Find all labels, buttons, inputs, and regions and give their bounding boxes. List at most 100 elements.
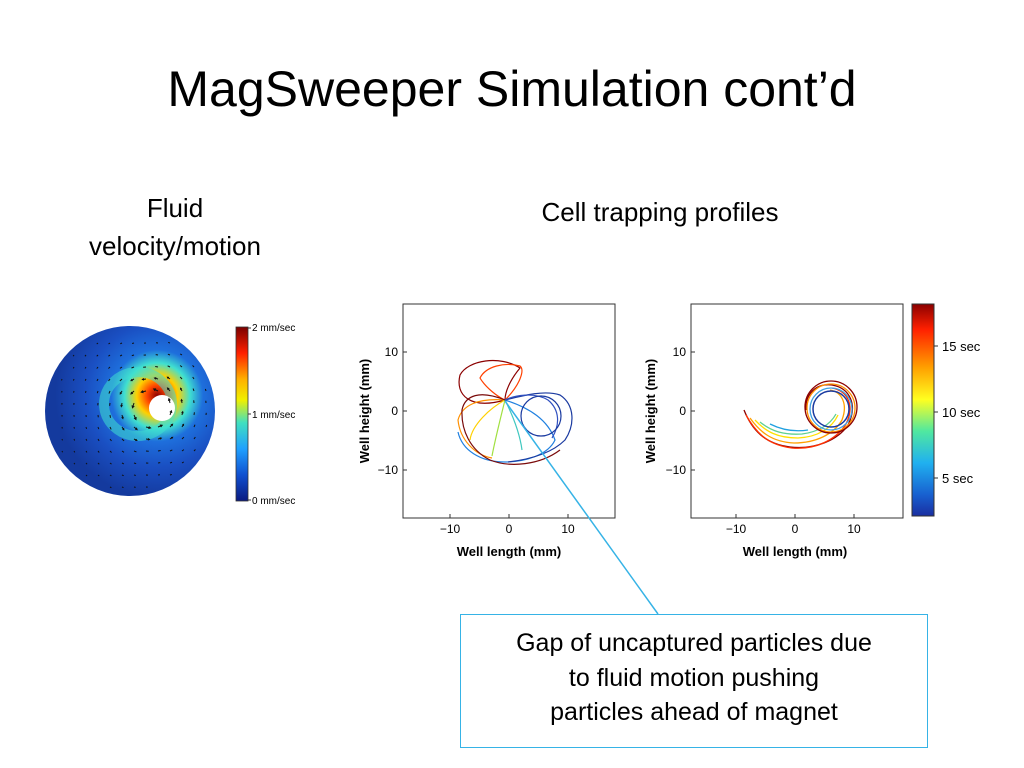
trapping-plot-right <box>690 303 904 519</box>
velocity-arrow <box>96 366 99 369</box>
velocity-arrow <box>131 366 135 369</box>
velocity-arrow <box>72 366 75 369</box>
velocity-arrow <box>73 462 76 465</box>
velocity-arrow <box>72 354 75 357</box>
velocity-arrow <box>97 474 100 477</box>
velocity-arrow <box>108 354 111 357</box>
callout-leader-line <box>504 400 659 615</box>
velocity-arrowhead <box>133 417 137 421</box>
left-xlabel: Well length (mm) <box>457 544 561 559</box>
velocity-arrow <box>109 474 112 477</box>
page-title: MagSweeper Simulation cont’d <box>167 61 857 117</box>
cell-trapping-label: Cell trapping profiles <box>541 197 779 227</box>
velocity-arrow <box>169 473 172 476</box>
callout-line1: Gap of uncaptured particles due <box>516 629 872 657</box>
velocity-arrow <box>193 436 196 440</box>
velocity-arrow <box>108 342 111 345</box>
velocity-arrow <box>97 426 100 430</box>
velocity-arrow <box>121 438 125 442</box>
velocity-arrow <box>179 365 183 368</box>
velocity-arrow <box>119 354 123 357</box>
velocity-colorbar-mid: 1 mm/sec <box>252 410 295 421</box>
velocity-arrow <box>192 365 195 368</box>
velocity-arrow <box>167 365 171 368</box>
time-colorbar-10: 10 sec <box>942 405 981 420</box>
velocity-arrow <box>109 450 112 453</box>
velocity-arrowhead <box>119 392 122 395</box>
velocity-arrows <box>61 341 208 489</box>
velocity-arrow <box>96 342 99 345</box>
velocity-arrowhead <box>169 409 173 414</box>
velocity-arrowhead <box>171 436 174 439</box>
velocity-arrow <box>84 366 87 369</box>
velocity-arrowhead <box>140 390 144 394</box>
velocity-arrow <box>73 450 76 453</box>
velocity-arrow <box>133 450 137 453</box>
velocity-arrowhead <box>135 427 138 431</box>
velocity-arrowhead <box>130 378 133 382</box>
fluid-label-line1: Fluid <box>146 193 204 223</box>
velocity-arrow <box>108 390 111 394</box>
velocity-arrow <box>169 461 173 464</box>
velocity-arrow <box>193 449 196 452</box>
time-colorbar-15: 15 sec <box>942 339 981 354</box>
velocity-arrowhead <box>181 410 184 414</box>
velocity-colorbar-max: 2 mm/sec <box>252 323 295 334</box>
right-ytick-1: 10 <box>673 345 687 359</box>
velocity-arrow <box>97 450 100 453</box>
right-xtick-3: 10 <box>847 522 861 536</box>
velocity-arrow <box>108 366 111 369</box>
callout-line2: to fluid motion pushing <box>568 663 820 692</box>
velocity-arrow <box>155 365 159 368</box>
velocity-arrow <box>119 378 123 382</box>
right-xtick-1: −10 <box>726 522 747 536</box>
right-trajectories <box>743 380 858 449</box>
left-xtick-2: 0 <box>506 522 513 536</box>
velocity-arrow <box>181 449 185 452</box>
velocity-arrow <box>109 438 112 442</box>
velocity-arrow <box>85 462 88 465</box>
velocity-arrowhead <box>180 387 183 390</box>
left-ytick-1: 10 <box>385 345 399 359</box>
velocity-arrow <box>121 450 125 453</box>
velocity-arrow <box>120 342 123 345</box>
velocity-arrowhead <box>167 397 171 401</box>
velocity-arrow <box>109 462 112 465</box>
velocity-field-disk <box>45 326 215 496</box>
fluid-velocity-label: Fluid velocity/motion <box>40 190 310 265</box>
velocity-arrow <box>168 341 171 344</box>
time-colorbar <box>911 303 938 517</box>
velocity-arrow <box>109 426 112 430</box>
velocity-arrowhead <box>159 437 163 440</box>
right-ytick-3: −10 <box>666 463 687 477</box>
velocity-arrowhead <box>148 426 152 430</box>
velocity-arrow <box>133 462 137 465</box>
magnet-hole <box>149 395 175 421</box>
velocity-arrow <box>121 474 124 477</box>
velocity-arrow <box>109 486 112 489</box>
velocity-arrowhead <box>166 387 170 391</box>
velocity-arrow <box>179 376 183 380</box>
velocity-arrow <box>84 354 87 357</box>
left-ytick-3: −10 <box>378 463 399 477</box>
velocity-colorbar-min: 0 mm/sec <box>252 496 295 507</box>
velocity-arrow <box>85 450 88 453</box>
velocity-arrow <box>167 353 171 356</box>
velocity-arrowhead <box>121 416 124 420</box>
right-xlabel: Well length (mm) <box>743 544 847 559</box>
velocity-arrowhead <box>141 378 145 381</box>
velocity-arrow <box>192 376 195 380</box>
right-xtick-2: 0 <box>792 522 799 536</box>
velocity-arrowhead <box>131 405 135 409</box>
velocity-arrow <box>121 486 124 489</box>
left-xtick-3: 10 <box>561 522 575 536</box>
velocity-arrow <box>84 378 87 381</box>
velocity-arrow <box>96 378 99 382</box>
velocity-arrow <box>193 424 196 428</box>
velocity-arrow <box>131 354 135 357</box>
velocity-arrow <box>97 438 100 442</box>
velocity-arrowhead <box>166 376 170 379</box>
left-xtick-1: −10 <box>440 522 461 536</box>
left-ylabel: Well height (mm) <box>357 359 372 463</box>
